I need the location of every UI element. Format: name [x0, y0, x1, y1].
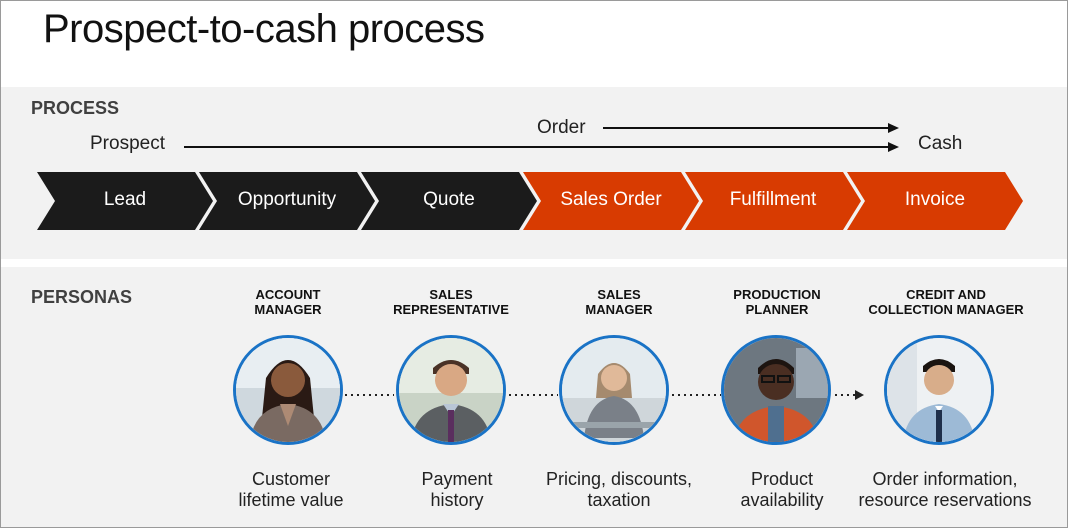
persona-caption-line: availability: [740, 490, 824, 510]
persona-connector-arrow-head: [855, 390, 864, 400]
persona-role-sales-manager: SALES MANAGER: [524, 287, 714, 317]
avatar-sales-manager: [559, 335, 669, 445]
order-arrow-head: [888, 123, 899, 133]
stage-chevron-sales-order: [523, 172, 699, 230]
stage-label-invoice: Invoice: [904, 189, 966, 210]
persona-role-credit-collection-manager: CREDIT AND COLLECTION MANAGER: [851, 287, 1041, 317]
page-title: Prospect-to-cash process: [43, 7, 485, 51]
person-photo-icon: [399, 338, 503, 442]
persona-role-line: MANAGER: [254, 302, 322, 317]
personas-section-label: PERSONAS: [31, 287, 133, 307]
persona-role-line: SALES: [429, 287, 473, 302]
stage-label-opportunity: Opportunity: [237, 189, 337, 210]
persona-role-line: PRODUCTION: [733, 287, 821, 302]
persona-caption-line: Payment: [421, 469, 493, 489]
stage-chevron-fulfillment: [685, 172, 861, 230]
flow-cash-label: Cash: [918, 133, 963, 154]
person-photo-icon: [724, 338, 828, 442]
persona-role-line: REPRESENTATIVE: [393, 302, 509, 317]
avatar-production-planner: [721, 335, 831, 445]
persona-caption-line: Product: [750, 469, 814, 489]
persona-caption-production-planner: Product availability: [687, 469, 877, 511]
persona-role-production-planner: PRODUCTION PLANNER: [682, 287, 872, 317]
stage-chevron-quote: [361, 172, 537, 230]
person-photo-icon: [887, 338, 991, 442]
persona-caption-sales-manager: Pricing, discounts, taxation: [524, 469, 714, 511]
stage-chevron-opportunity: [199, 172, 375, 230]
stage-label-sales-order: Sales Order: [560, 189, 662, 210]
avatar-credit-collection-manager: [884, 335, 994, 445]
persona-caption-line: Customer: [251, 469, 331, 489]
persona-caption-line: history: [430, 490, 484, 510]
persona-role-line: CREDIT AND: [906, 287, 986, 302]
persona-role-line: ACCOUNT: [255, 287, 321, 302]
persona-caption-account-manager: Customer lifetime value: [196, 469, 386, 511]
avatar-sales-representative: [396, 335, 506, 445]
stage-chevron-invoice: [847, 172, 1023, 230]
persona-caption-credit-collection-manager: Order information, resource reservations: [850, 469, 1040, 511]
persona-caption-line: resource reservations: [858, 490, 1032, 510]
person-photo-icon: [236, 338, 340, 442]
persona-caption-line: Pricing, discounts,: [545, 469, 693, 489]
process-section-label: PROCESS: [31, 98, 120, 118]
persona-caption-line: lifetime value: [238, 490, 344, 510]
persona-role-line: COLLECTION MANAGER: [868, 302, 1024, 317]
stage-label-fulfillment: Fulfillment: [729, 189, 817, 210]
flow-prospect-label: Prospect: [90, 133, 165, 154]
persona-role-account-manager: ACCOUNT MANAGER: [193, 287, 383, 317]
persona-caption-line: taxation: [587, 490, 651, 510]
persona-role-line: SALES: [597, 287, 641, 302]
persona-role-line: PLANNER: [745, 302, 809, 317]
avatar-account-manager: [233, 335, 343, 445]
stage-label-quote: Quote: [423, 189, 475, 210]
flow-order-label: Order: [537, 117, 586, 138]
persona-caption-line: Order information,: [872, 469, 1018, 489]
prospect-cash-arrow-head: [888, 142, 899, 152]
stage-chevron-lead: [37, 172, 213, 230]
stage-label-lead: Lead: [103, 189, 147, 210]
person-photo-icon: [562, 338, 666, 442]
persona-role-line: MANAGER: [585, 302, 653, 317]
persona-role-sales-representative: SALES REPRESENTATIVE: [356, 287, 546, 317]
persona-caption-sales-representative: Payment history: [362, 469, 552, 511]
